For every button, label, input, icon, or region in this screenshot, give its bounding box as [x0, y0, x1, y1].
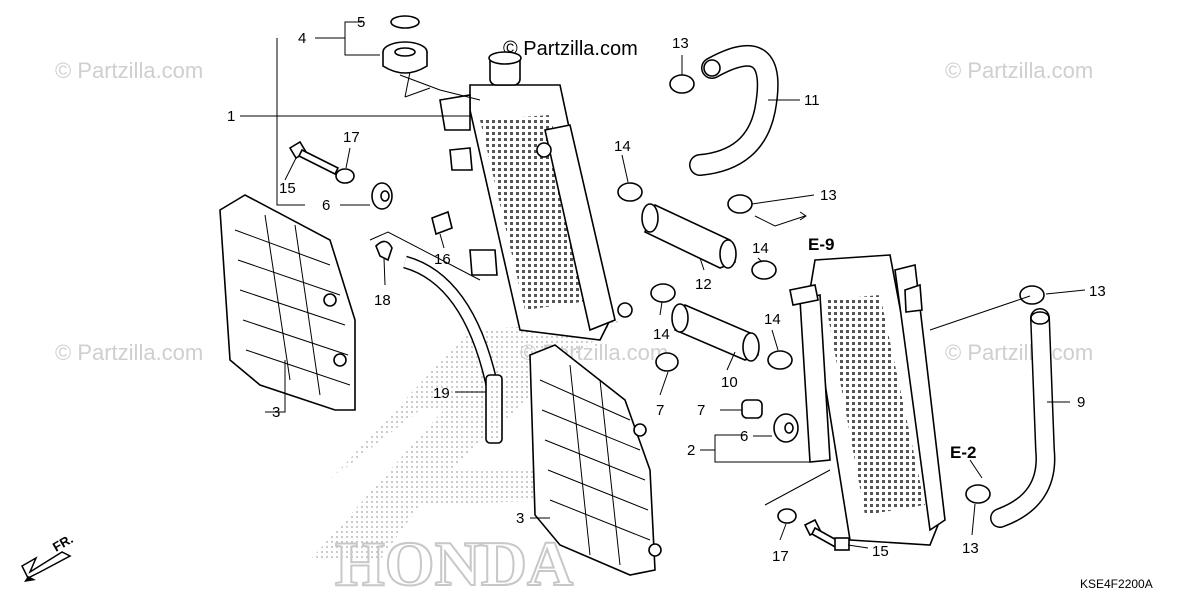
washer-lower: [777, 508, 797, 524]
bolt-upper: [288, 140, 340, 176]
watermark: © Partzilla.com: [55, 340, 203, 365]
radiator-right: [789, 254, 946, 546]
cap-gasket: [390, 15, 420, 29]
section-ref-e2: E-2: [950, 443, 976, 462]
callout-10: 10: [721, 374, 738, 391]
grommet-upper: [371, 182, 393, 210]
callout-3: 3: [516, 510, 524, 527]
collar-upper: [655, 352, 679, 372]
callout-7: 7: [656, 402, 664, 419]
callout-4: 4: [298, 30, 306, 47]
watermark: © Partzilla.com: [945, 340, 1093, 365]
watermark: © Partzilla.com: [55, 58, 203, 83]
hose-11: [689, 44, 779, 176]
grommet-lower: [773, 413, 799, 443]
hose-clip: [375, 240, 393, 262]
callout-6: 6: [740, 428, 748, 445]
hose-clamp: [617, 74, 1045, 504]
watermark: © Partzilla.com: [945, 58, 1093, 83]
collar-lower: [741, 399, 763, 419]
callout-15: 15: [872, 543, 889, 560]
callout-9: 9: [1077, 394, 1085, 411]
front-direction-label: FR.: [50, 531, 76, 554]
bolt-lower: [803, 518, 850, 551]
hose-9: [990, 308, 1056, 528]
radiator-left: [439, 51, 633, 341]
callout-7: 7: [697, 402, 705, 419]
callout-1: 1: [227, 108, 235, 125]
callout-16: 16: [434, 251, 451, 268]
callout-11: 11: [804, 92, 820, 109]
callout-13: 13: [962, 540, 979, 557]
hose-10: [671, 303, 760, 362]
washer-upper: [335, 168, 355, 184]
callout-6: 6: [322, 197, 330, 214]
leader-lines: [240, 21, 1086, 549]
callout-3: 3: [272, 404, 280, 421]
callout-14: 14: [752, 240, 769, 257]
honda-brand-text: HONDA: [335, 528, 573, 599]
overflow-tube: [403, 255, 503, 444]
callout-13: 13: [1089, 283, 1106, 300]
shroud-left: [219, 194, 356, 411]
callout-13: 13: [672, 35, 689, 52]
callout-17: 17: [772, 548, 789, 565]
diagram-code: KSE4F2200A: [1080, 577, 1153, 591]
shroud-right: [529, 344, 662, 576]
site-header: © Partzilla.com: [503, 38, 638, 60]
callout-2: 2: [687, 442, 695, 459]
radiator-cap: [382, 41, 428, 74]
clip: [431, 210, 453, 236]
front-arrow-icon: [21, 551, 72, 582]
hose-12: [641, 203, 737, 269]
callout-19: 19: [433, 385, 450, 402]
callout-14: 14: [614, 138, 631, 155]
callout-14: 14: [764, 311, 781, 328]
callout-18: 18: [374, 292, 391, 309]
section-ref-e9: E-9: [808, 235, 834, 254]
callout-5: 5: [357, 14, 365, 31]
callout-17: 17: [343, 129, 360, 146]
callout-13: 13: [820, 187, 837, 204]
callout-12: 12: [695, 276, 712, 293]
callout-15: 15: [279, 180, 296, 197]
callout-14: 14: [653, 326, 670, 343]
